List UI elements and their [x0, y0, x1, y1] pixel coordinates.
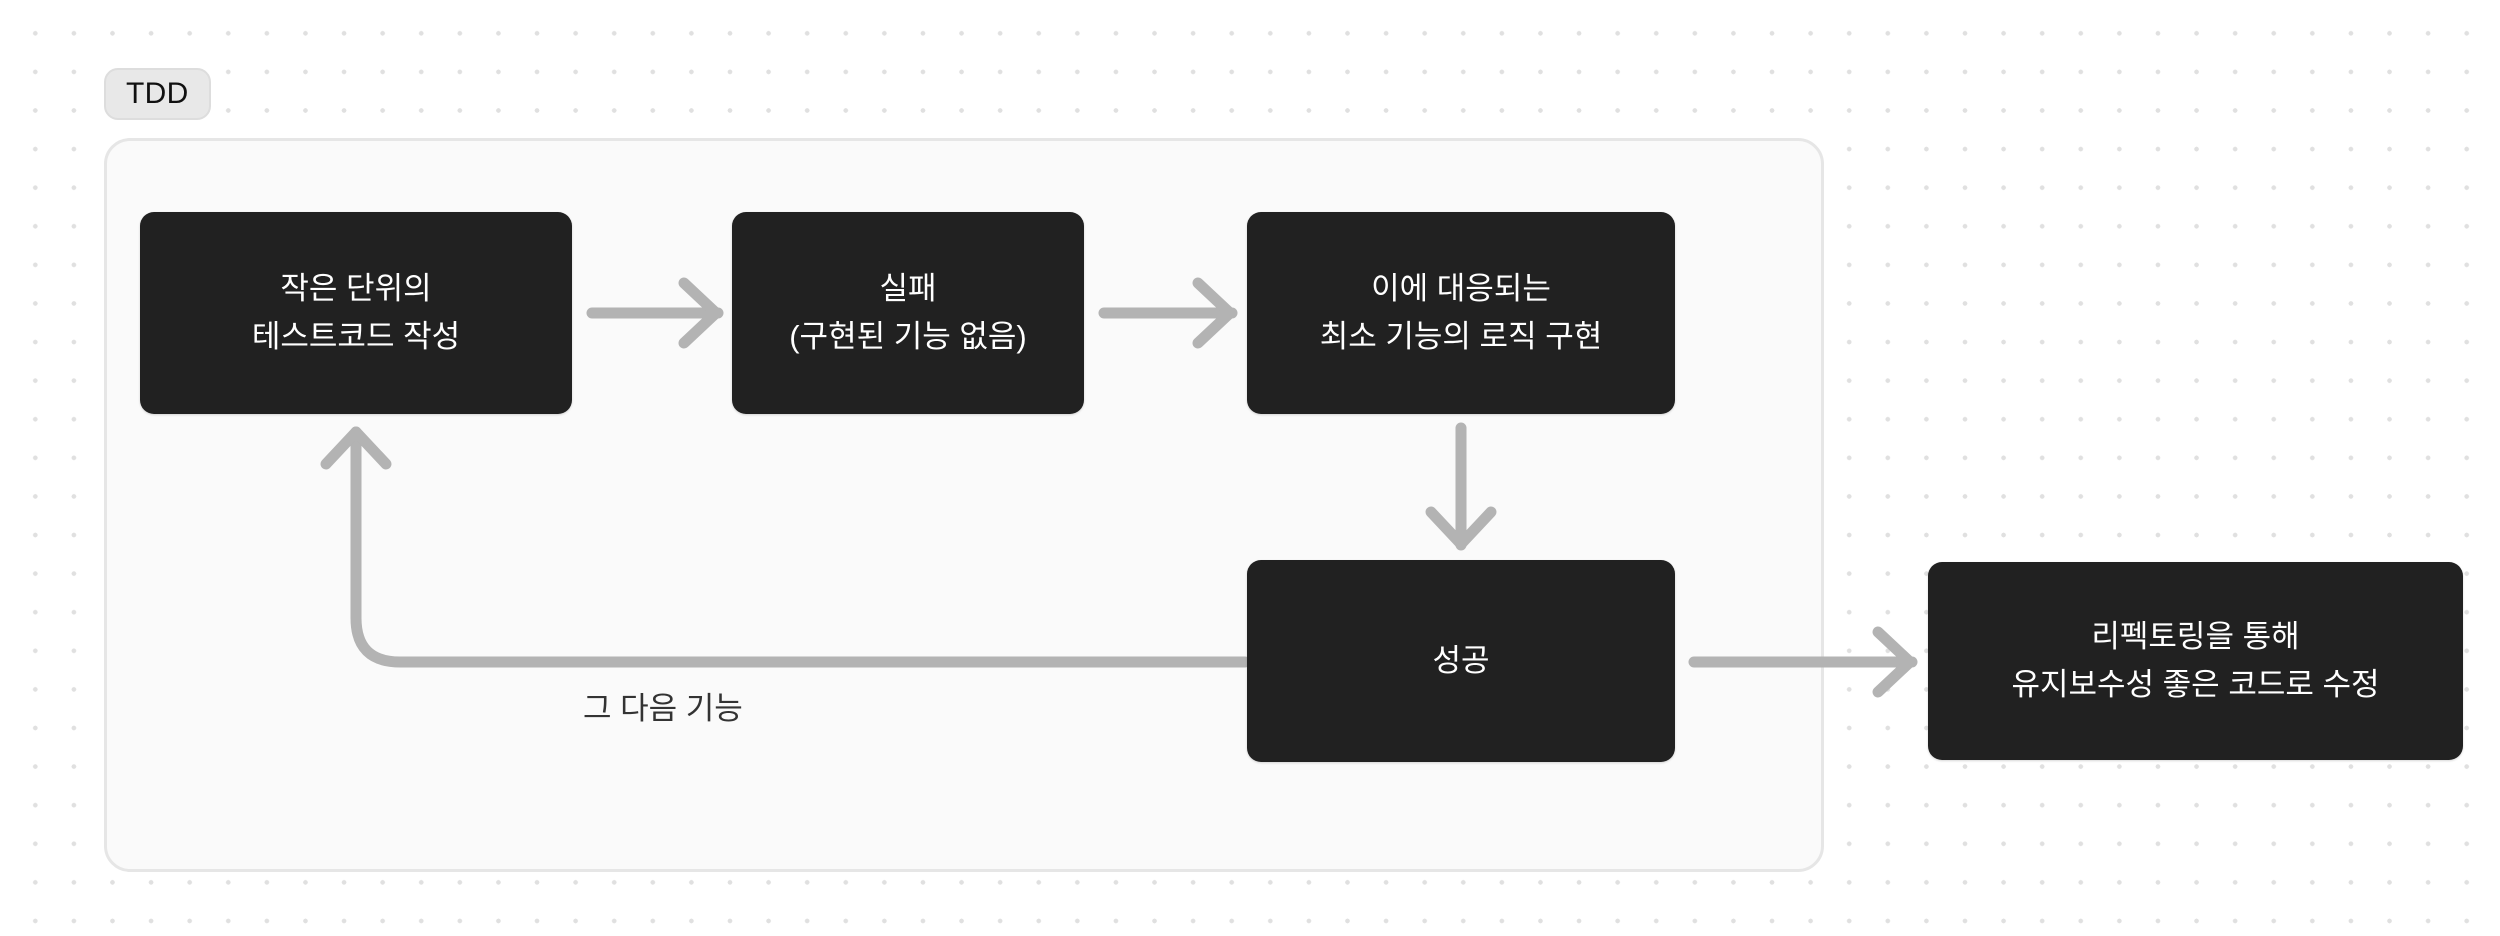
node-success-line-1: 성공 [1432, 642, 1490, 678]
node-fail-line-2: (구현된 기능 없음) [789, 319, 1027, 354]
group-label-badge[interactable]: TDD [104, 68, 211, 120]
node-write-test[interactable]: 작은 단위의 테스트코드 작성 [140, 212, 572, 414]
node-fail-line-1: 실패 [879, 270, 937, 306]
node-refactor[interactable]: 리펙토링을 통해 유지보수성 좋은 코드로 수정 [1928, 562, 2463, 760]
node-refactor-line-1: 리펙토링을 통해 [2091, 618, 2300, 654]
node-refactor-line-2: 유지보수성 좋은 코드로 수정 [2011, 667, 2380, 702]
node-test-line-1: 작은 단위의 [280, 270, 432, 306]
node-impl-line-2: 최소 기능의 로직 구현 [1319, 319, 1603, 354]
node-test-line-2: 테스트코드 작성 [251, 319, 461, 354]
node-implement-minimal-logic[interactable]: 이에 대응되는 최소 기능의 로직 구현 [1247, 212, 1675, 414]
node-success[interactable]: 성공 [1247, 560, 1675, 762]
node-impl-line-1: 이에 대응되는 [1371, 270, 1551, 306]
edge-label-next-feature: 그 다음 기능 [583, 691, 743, 726]
node-fail[interactable]: 실패 (구현된 기능 없음) [732, 212, 1084, 414]
